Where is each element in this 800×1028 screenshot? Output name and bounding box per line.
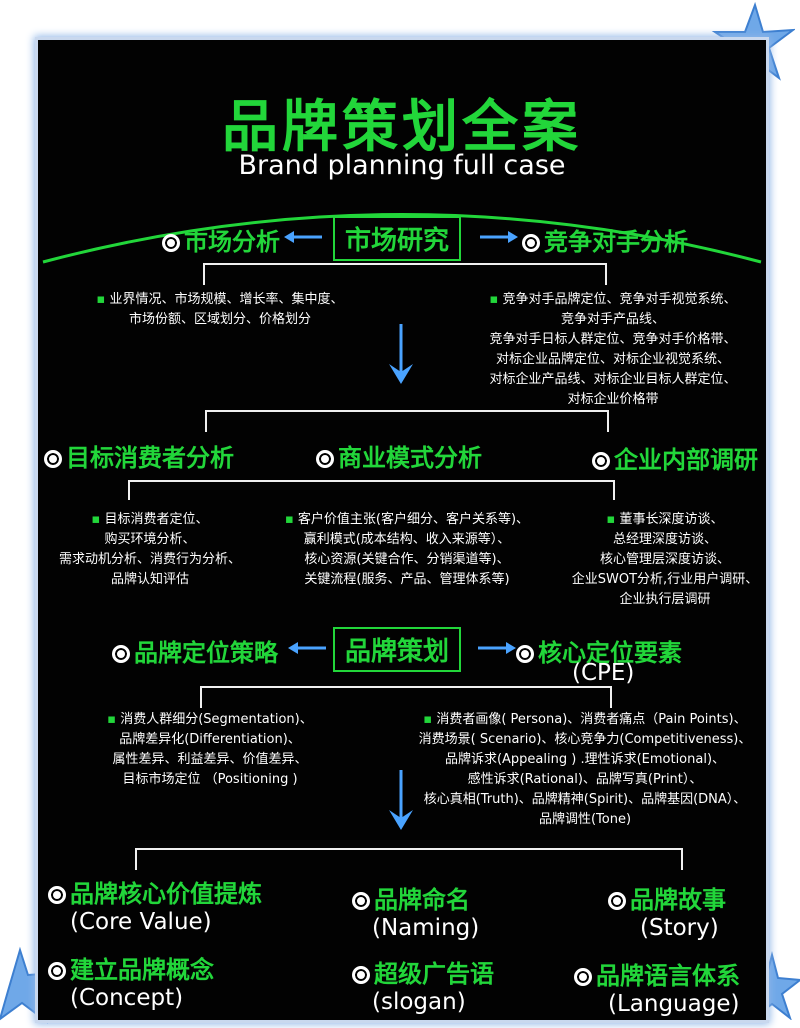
connector-line [135,848,137,870]
connector-line [128,480,130,500]
node-core-positioning-en: (CPE) [572,660,635,686]
radio-icon [48,886,66,904]
node-target-consumer: 目标消费者分析 [44,438,234,473]
arrow-left-icon [284,231,322,243]
connector-line [128,480,615,482]
radio-icon [352,892,370,910]
arrow-down-icon [389,770,413,830]
arrow-right-icon [478,642,516,654]
node-competitor-analysis: 竞争对手分析 [522,222,688,257]
node-market-analysis: 市场分析 [162,222,280,257]
radio-icon [608,892,626,910]
page-subtitle: Brand planning full case [238,150,566,181]
connector-line [605,263,607,285]
brand-positioning-text: ▪ 消费人群细分(Segmentation)、 品牌差异化(Differenti… [107,712,313,787]
box-market-research: 市场研究 [333,216,462,261]
node-brand-positioning: 品牌定位策略 [112,633,278,668]
core-positioning-text: ▪ 消费者画像( Persona)、消费者痛点（Pain Points)、 消费… [418,712,752,827]
radio-icon [522,234,540,252]
result-naming: 品牌命名 (Naming) [352,880,479,941]
connector-line [203,263,205,285]
radio-icon [162,234,180,252]
green-arc-decoration [42,213,762,264]
node-internal-research: 企业内部调研 [592,440,758,475]
connector-line [205,410,609,412]
radio-icon [352,966,370,984]
connector-line [203,263,607,265]
connector-line [681,848,683,870]
result-language: 品牌语言体系 (Language) [574,956,740,1017]
connector-line [200,686,612,688]
box-brand-planning: 品牌策划 [333,627,462,672]
arrow-right-icon [480,231,518,243]
connector-line [205,410,207,432]
result-story: 品牌故事 (Story) [608,880,726,941]
competitor-analysis-text: ▪ 竞争对手品牌定位、竞争对手视觉系统、 竞争对手产品线、 竞争对手日标人群定位… [489,292,737,407]
result-slogan: 超级广告语 (slogan) [352,954,494,1015]
node-business-model: 商业模式分析 [316,438,482,473]
arrow-left-icon [288,642,326,654]
radio-icon [316,450,334,468]
radio-icon [48,962,66,980]
market-analysis-text: ▪ 业界情况、市场规模、增长率、集中度、 市场份额、区域划分、价格划分 [96,292,344,327]
radio-icon [592,452,610,470]
target-consumer-text: ▪ 目标消费者定位、 购买环境分析、 需求动机分析、消费行为分析、 品牌认知评估 [58,512,241,587]
internal-research-text: ▪ 董事长深度访谈、 总经理深度访谈、 核心管理层深度访谈、 企业SWOT分析,… [571,512,759,607]
radio-icon [112,645,130,663]
arrow-down-icon [389,324,413,384]
business-model-text: ▪ 客户价值主张(客户细分、客户关系等)、 赢利模式(成本结构、收入来源等）、 … [284,512,530,587]
poster-board [38,40,766,1020]
connector-line [135,848,683,850]
result-concept: 建立品牌概念 (Concept) [48,950,214,1011]
radio-icon [516,645,534,663]
connector-line [610,686,612,708]
result-core-value: 品牌核心价值提炼 (Core Value) [48,874,262,935]
radio-icon [44,450,62,468]
connector-line [613,480,615,500]
connector-line [607,410,609,432]
radio-icon [574,968,592,986]
page-title: 品牌策划全案 [222,95,582,160]
connector-line [200,686,202,708]
node-core-positioning: 核心定位要素 [516,633,682,668]
